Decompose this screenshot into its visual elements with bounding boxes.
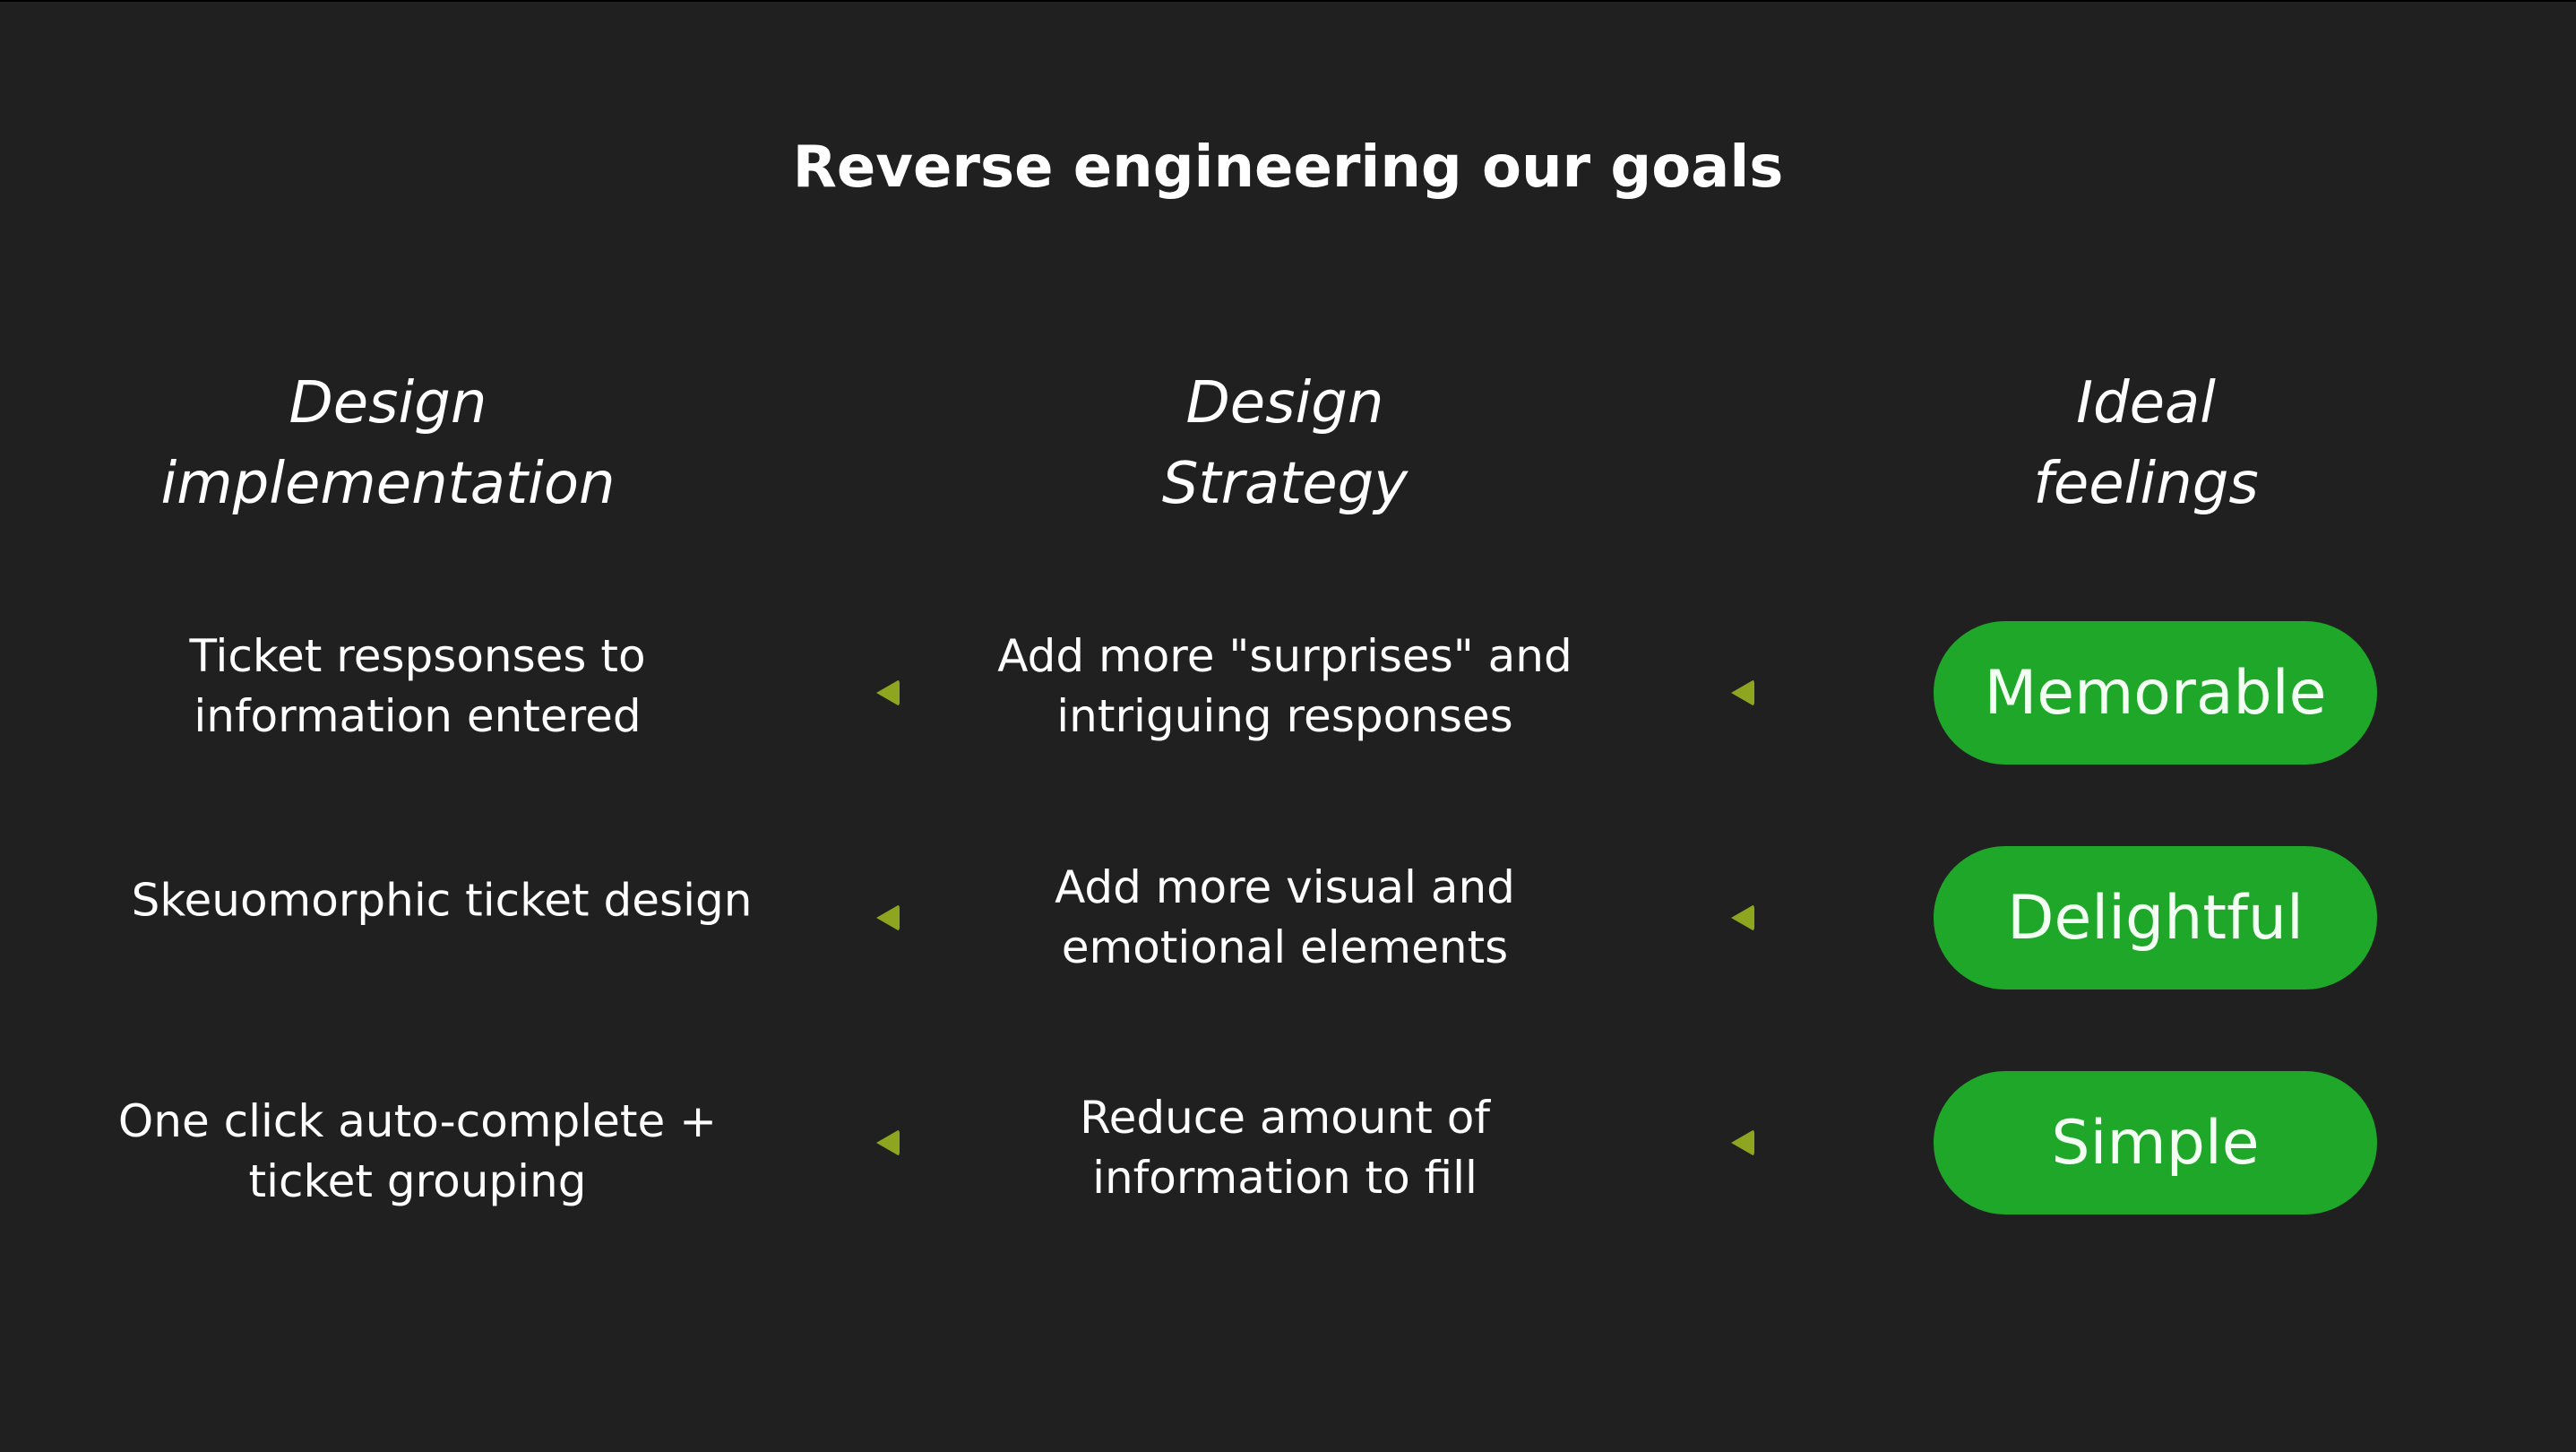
strategy-cell: Add more visual and emotional elements xyxy=(1055,861,1515,973)
arrow-left-icon xyxy=(876,679,900,706)
header-line: Ideal xyxy=(2076,370,2216,436)
top-border xyxy=(0,0,2576,2)
header-line: implementation xyxy=(160,451,616,517)
arrow-left-icon xyxy=(1731,1129,1754,1156)
implementation-cell: Ticket respsonses to information entered xyxy=(189,630,646,742)
column-header-strategy: Design Strategy xyxy=(882,363,1688,524)
header-line: Strategy xyxy=(1161,451,1409,517)
strategy-cell: Add more "surprises" and intriguing resp… xyxy=(997,630,1572,742)
feeling-pill-memorable: Memorable xyxy=(1934,621,2377,765)
strategy-cell: Reduce amount of information to fill xyxy=(1080,1092,1490,1204)
feeling-pill-delightful: Delightful xyxy=(1934,846,2377,990)
arrow-left-icon xyxy=(876,904,900,931)
header-line: Design xyxy=(289,370,487,436)
arrow-left-icon xyxy=(1731,679,1754,706)
arrow-left-icon xyxy=(876,1129,900,1156)
header-line: feelings xyxy=(2033,451,2259,517)
arrow-left-icon xyxy=(1731,904,1754,931)
header-line: Design xyxy=(1185,370,1384,436)
column-header-feelings: Ideal feelings xyxy=(1743,363,2549,524)
implementation-cell: One click auto-complete + ticket groupin… xyxy=(117,1095,718,1207)
slide-title: Reverse engineering our goals xyxy=(792,134,1784,201)
column-header-implementation: Design implementation xyxy=(0,363,791,524)
feeling-pill-simple: Simple xyxy=(1934,1071,2377,1214)
implementation-cell: Skeuomorphic ticket design xyxy=(131,874,753,927)
